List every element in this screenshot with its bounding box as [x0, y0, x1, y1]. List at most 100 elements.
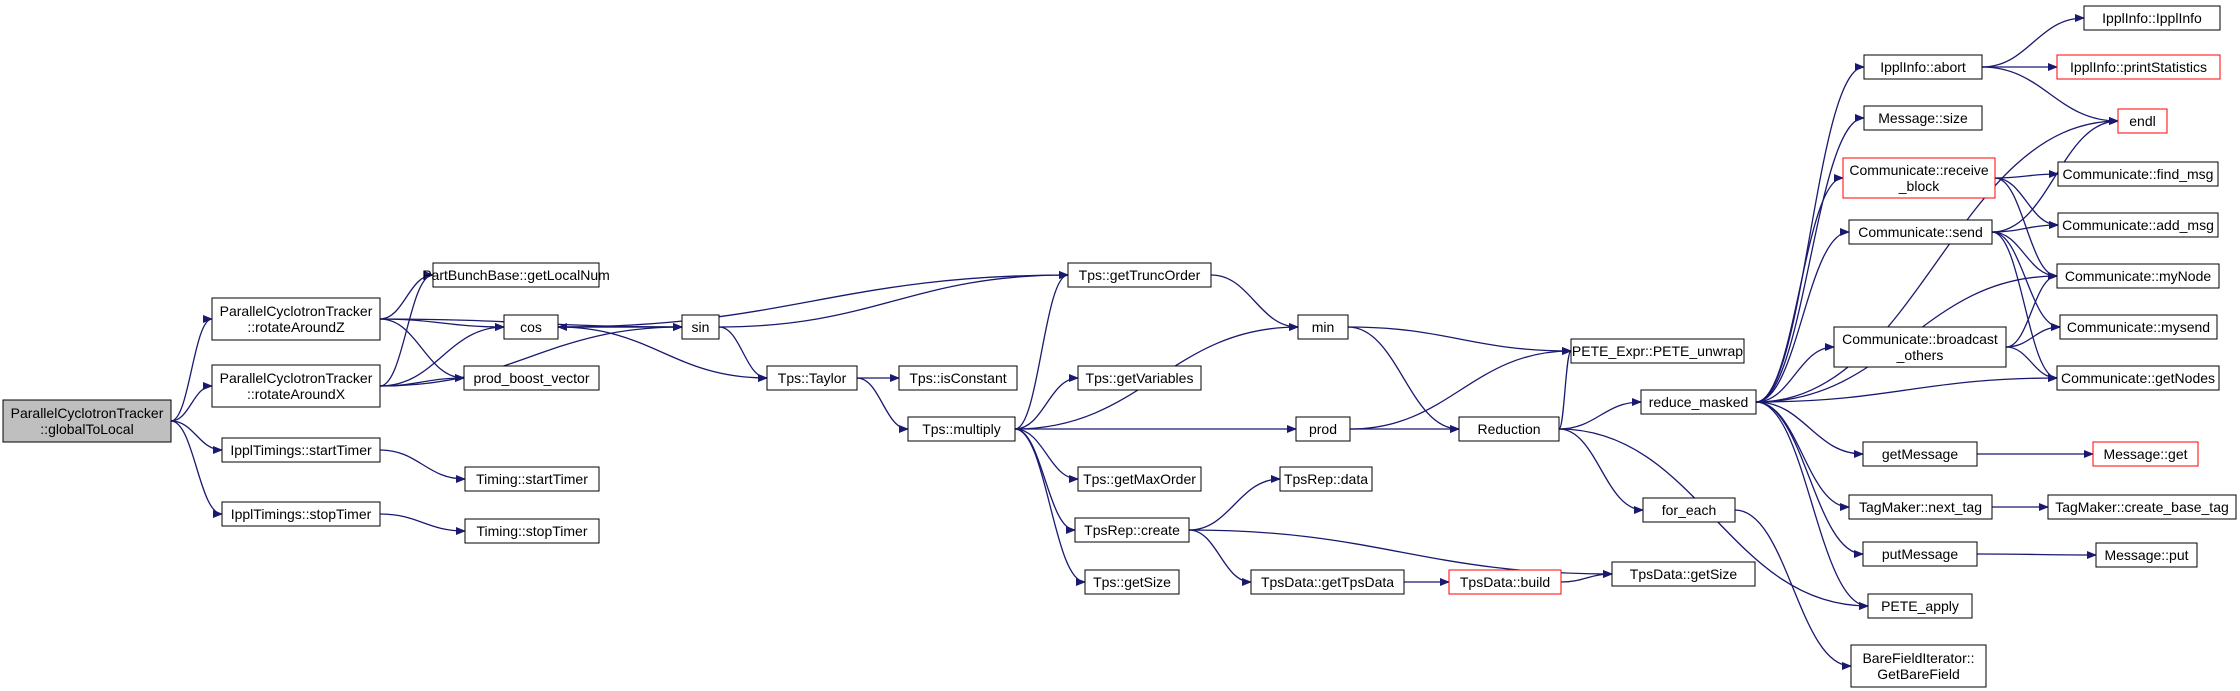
node-box — [1640, 389, 1757, 415]
node-receiveBlock[interactable]: Communicate::receive_block — [1842, 157, 1996, 199]
node-multiply[interactable]: Tps::multiply — [907, 416, 1016, 442]
node-label: IpplTimings::startTimer — [230, 442, 372, 458]
node-myNode[interactable]: Communicate::myNode — [2056, 263, 2220, 289]
node-label: reduce_masked — [1649, 394, 1749, 410]
node-label: Reduction — [1477, 421, 1540, 437]
node-nextTag[interactable]: TagMaker::next_tag — [1848, 494, 1993, 520]
node-findMsg[interactable]: Communicate::find_msg — [2057, 161, 2219, 187]
node-box — [1863, 105, 1983, 131]
edge-global-to-startTimerI — [170, 420, 223, 454]
node-box — [221, 501, 381, 527]
edge-multiply-to-getSizeTps — [1014, 428, 1086, 586]
node-sin[interactable]: sin — [681, 314, 720, 340]
node-printStats[interactable]: IpplInfo::printStatistics — [2056, 54, 2221, 80]
node-label: PartBunchBase::getLocalNum — [422, 267, 610, 283]
node-box — [464, 518, 600, 544]
node-min[interactable]: min — [1297, 314, 1349, 340]
node-mysend[interactable]: Communicate::mysend — [2059, 314, 2218, 340]
node-taylor[interactable]: Tps::Taylor — [766, 365, 858, 391]
node-repCreate[interactable]: TpsRep::create — [1074, 517, 1190, 543]
node-msgPut[interactable]: Message::put — [2095, 542, 2198, 568]
node-abort[interactable]: IpplInfo::abort — [1863, 54, 1983, 80]
node-label: ParallelCyclotronTracker — [11, 405, 164, 421]
node-box — [1863, 54, 1983, 80]
edge-send-to-addMsg — [1991, 221, 2059, 233]
edge-broadcast-to-getNodes — [2005, 346, 2058, 382]
node-getSizeTps[interactable]: Tps::getSize — [1084, 569, 1180, 595]
node-build[interactable]: TpsData::build — [1448, 569, 1562, 595]
node-box — [464, 466, 600, 492]
node-stopTimerI[interactable]: IpplTimings::stopTimer — [221, 501, 381, 527]
node-cos[interactable]: cos — [503, 314, 559, 340]
node-prod[interactable]: prod — [1295, 416, 1351, 442]
node-startTimerT[interactable]: Timing::startTimer — [464, 466, 600, 492]
node-getNodes[interactable]: Communicate::getNodes — [2056, 365, 2220, 391]
edge-broadcast-to-myNode — [2005, 272, 2058, 348]
node-msgGet[interactable]: Message::get — [2092, 441, 2199, 467]
node-broadcast[interactable]: Communicate::broadcast_others — [1833, 326, 2007, 368]
node-stopTimerT[interactable]: Timing::stopTimer — [464, 518, 600, 544]
edge-reduceMasked-to-receiveBlock — [1755, 174, 1844, 403]
node-unwrap[interactable]: PETE_Expr::PETE_unwrap — [1570, 338, 1745, 364]
node-bareField[interactable]: BareFieldIterator::GetBareField — [1850, 644, 1987, 688]
node-getMessage[interactable]: getMessage — [1862, 441, 1978, 467]
node-box — [1077, 466, 1202, 492]
edge-taylor-to-multiply — [856, 377, 909, 433]
node-box — [681, 314, 720, 340]
node-truncOrder[interactable]: Tps::getTruncOrder — [1067, 262, 1212, 288]
node-box — [907, 416, 1016, 442]
node-label: ParallelCyclotronTracker — [220, 303, 373, 319]
node-label: getMessage — [1882, 446, 1958, 462]
edge-receiveBlock-to-addMsg — [1994, 177, 2059, 229]
node-reduction[interactable]: Reduction — [1458, 416, 1560, 442]
node-global[interactable]: ParallelCyclotronTracker::globalToLocal — [2, 399, 172, 443]
edge-repCreate-to-getTpsData — [1188, 529, 1252, 586]
edge-reduceMasked-to-broadcast — [1755, 343, 1835, 403]
node-msgSize[interactable]: Message::size — [1863, 105, 1983, 131]
node-getSizeData[interactable]: TpsData::getSize — [1611, 561, 1756, 587]
node-isConstant[interactable]: Tps::isConstant — [898, 365, 1018, 391]
node-label: for_each — [1662, 502, 1716, 518]
node-box — [1862, 441, 1978, 467]
edge-reduceMasked-to-send — [1755, 228, 1850, 403]
node-getLocalNum[interactable]: PartBunchBase::getLocalNum — [422, 262, 610, 288]
node-addMsg[interactable]: Communicate::add_msg — [2057, 212, 2219, 238]
node-getMaxOrder[interactable]: Tps::getMaxOrder — [1077, 466, 1202, 492]
node-box — [2057, 161, 2219, 187]
edge-receiveBlock-to-findMsg — [1994, 170, 2059, 179]
node-startTimerI[interactable]: IpplTimings::startTimer — [221, 437, 381, 463]
node-box — [503, 314, 559, 340]
edge-multiply-to-getVariables — [1014, 374, 1079, 430]
node-endl[interactable]: endl — [2117, 108, 2168, 134]
node-repData[interactable]: TpsRep::data — [1279, 466, 1373, 492]
node-rotX[interactable]: ParallelCyclotronTracker::rotateAroundX — [211, 364, 381, 408]
edge-global-to-rotX — [170, 382, 213, 422]
node-label: _others — [1896, 347, 1944, 363]
node-label: Communicate::send — [1858, 224, 1983, 240]
node-label: Timing::stopTimer — [477, 523, 588, 539]
node-send[interactable]: Communicate::send — [1848, 219, 1993, 245]
node-putMessage[interactable]: putMessage — [1862, 541, 1978, 567]
edge-sin-to-taylor — [718, 326, 768, 382]
node-prodBoost[interactable]: prod_boost_vector — [463, 365, 600, 391]
node-rotZ[interactable]: ParallelCyclotronTracker::rotateAroundZ — [211, 297, 381, 341]
node-reduceMasked[interactable]: reduce_masked — [1640, 389, 1757, 415]
edge-stopTimerI-to-stopTimerT — [379, 513, 466, 535]
edge-reduceMasked-to-msgSize — [1755, 114, 1865, 403]
edge-build-to-getSizeData — [1560, 570, 1613, 583]
node-forEach[interactable]: for_each — [1642, 497, 1736, 523]
node-getVariables[interactable]: Tps::getVariables — [1077, 365, 1202, 391]
node-label: GetBareField — [1877, 666, 1959, 682]
node-createBaseTag[interactable]: TagMaker::create_base_tag — [2047, 494, 2237, 520]
node-box — [2059, 314, 2218, 340]
node-label: _block — [1898, 178, 1940, 194]
node-label: Communicate::getNodes — [2061, 370, 2215, 386]
node-peteApply[interactable]: PETE_apply — [1867, 593, 1973, 619]
edge-rotX-to-sin — [379, 323, 683, 387]
node-label: prod_boost_vector — [474, 370, 590, 386]
node-box — [1848, 219, 1993, 245]
node-box — [2057, 212, 2219, 238]
node-getTpsData[interactable]: TpsData::getTpsData — [1250, 569, 1405, 595]
node-ipplInfo[interactable]: IpplInfo::IpplInfo — [2083, 5, 2221, 31]
